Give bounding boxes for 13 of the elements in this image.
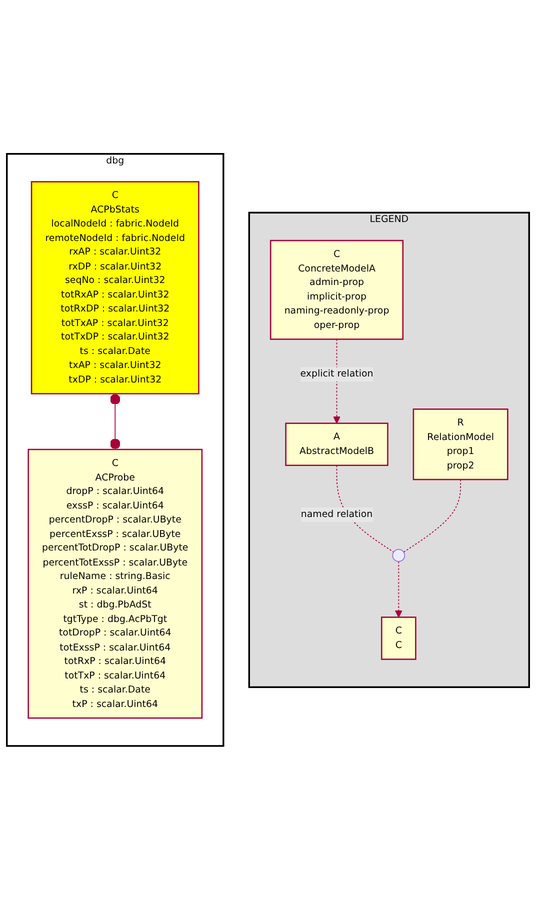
node-circle [392, 549, 406, 562]
edge-label: explicit relation [300, 368, 374, 380]
node-box: R RelationModel prop1 prop2 [412, 408, 508, 480]
node-box: C ConcreteModelA admin-prop implicit-prop naming-readonly-prop oper-prop [270, 240, 404, 340]
connector [110, 393, 120, 450]
connector [336, 465, 394, 553]
node-box: A AbstractModelB [285, 422, 388, 466]
edge-label: named relation [300, 508, 373, 520]
connector [403, 479, 461, 553]
node-box: C ACPbStats localNodeId : fabric.NodeId remoteNodeId : fabric.NodeId rxAP : scalar.Uint32 rxDP : scalar.Uint32 seqNo : scalar.Uint32 totRxAP : scalar.Uint32 totRxDP : scalar.Uint32 totTxAP : scalar.Uint32 totTxDP : scalar.Uint32 ts : scalar.Date txAP : scalar.Uint32 txDP : scalar.Uint32 [30, 181, 200, 394]
node-box: C C [381, 616, 416, 660]
arrow [394, 561, 402, 618]
node-box: C ACProbe dropP : scalar.Uint64 exssP : scalar.Uint64 percentDropP : scalar.UByte percentExssP : scalar.UByte percentTotDropP : scalar.UByte percentTotExssP : scalar.UByte ruleName : string.Basic rxP : scalar.Uint64 st : dbg.PbAdSt tgtType : dbg.AcPbTgt totDropP : scalar.Uint64 totExssP : scalar.Uint64 totRxP : scalar.Uint64 totTxP : scalar.Uint64 ts : scalar.Date txP : scalar.Uint64 [28, 448, 203, 719]
